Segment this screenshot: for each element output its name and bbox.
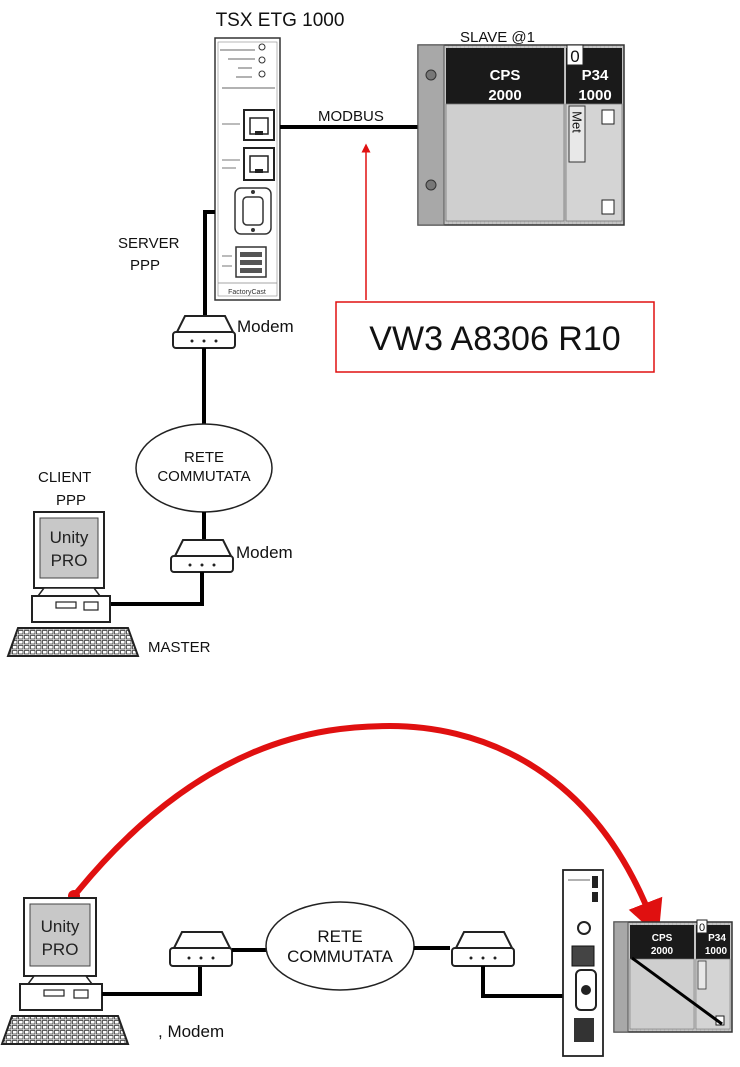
network-label-line1: RETE [184, 449, 224, 466]
pc-screen-line1: Unity [50, 528, 89, 547]
pc-screen-line2: PRO [51, 551, 88, 570]
link-cable [203, 210, 215, 315]
gateway-title: TSX ETG 1000 [216, 10, 345, 31]
modem-icon [170, 539, 234, 573]
gateway-module: FactoryCast [214, 37, 281, 301]
bottom-modbus-cable [631, 956, 723, 1026]
gateway-brand: FactoryCast [228, 289, 266, 296]
dip-switch-icon [222, 246, 267, 278]
modem-bottom-label: Modem [236, 543, 293, 562]
modem-top-label: Modem [237, 317, 294, 336]
port-icon [601, 199, 615, 215]
server-label-line2: PPP [130, 257, 160, 274]
cable-reference-box: VW3 A8306 R10 [335, 301, 655, 373]
link-cable [108, 572, 204, 606]
rack-slot-number: 0 [570, 47, 579, 66]
cps-label: CPS [490, 67, 521, 84]
remote-connection-arrow [71, 722, 663, 937]
cpu-model: 1000 [578, 87, 611, 104]
cpu-label: P34 [582, 67, 609, 84]
bottom-cps-model: 2000 [651, 946, 674, 957]
bottom-rack-slot-number: 0 [699, 922, 705, 934]
network-label-line2: COMMUTATA [157, 468, 250, 485]
db9-connector-icon [234, 187, 272, 235]
rj45-port-icon [222, 109, 275, 141]
screw-icon [425, 69, 437, 81]
modbus-label: MODBUS [318, 108, 384, 125]
bottom-modem-label: , Modem [158, 1022, 224, 1041]
led-icon [258, 56, 266, 64]
bottom-cpu-model: 1000 [705, 946, 728, 957]
client-label-line2: PPP [56, 492, 86, 509]
modem-icon [172, 315, 236, 349]
bottom-cpu-label: P34 [708, 933, 726, 944]
screw-icon [425, 179, 437, 191]
slave-plc-rack: CPS 2000 0 P34 1000 Met [417, 44, 625, 226]
link-cable [102, 966, 202, 996]
bottom-pc-icon [0, 897, 130, 1045]
bottom-cps-label: CPS [652, 933, 673, 944]
modem-icon [169, 931, 233, 967]
slave-label: SLAVE @1 [460, 29, 535, 46]
master-label: MASTER [148, 639, 211, 656]
bottom-plc-rack: CPS 2000 0 P34 1000 [613, 919, 733, 1033]
led-icon [258, 70, 266, 78]
bottom-gateway-module [562, 869, 604, 1057]
cps-model: 2000 [488, 87, 521, 104]
client-label-line1: CLIENT [38, 469, 91, 486]
rj45-port-icon [222, 147, 275, 181]
bottom-network-line2: COMMUTATA [287, 947, 393, 966]
bottom-pc-screen-line2: PRO [42, 940, 79, 959]
bottom-pc-screen-line1: Unity [41, 917, 80, 936]
led-icon [258, 43, 266, 51]
master-pc-icon [6, 511, 140, 657]
server-label-line1: SERVER [118, 235, 180, 252]
modem-icon [451, 931, 515, 967]
link-cable [481, 966, 565, 998]
cpu-vertical-label: Met [570, 111, 585, 133]
bottom-switched-network-cloud [265, 901, 415, 991]
bottom-network-line1: RETE [317, 927, 362, 946]
cable-reference: VW3 A8306 R10 [369, 320, 620, 358]
port-icon [601, 109, 615, 125]
